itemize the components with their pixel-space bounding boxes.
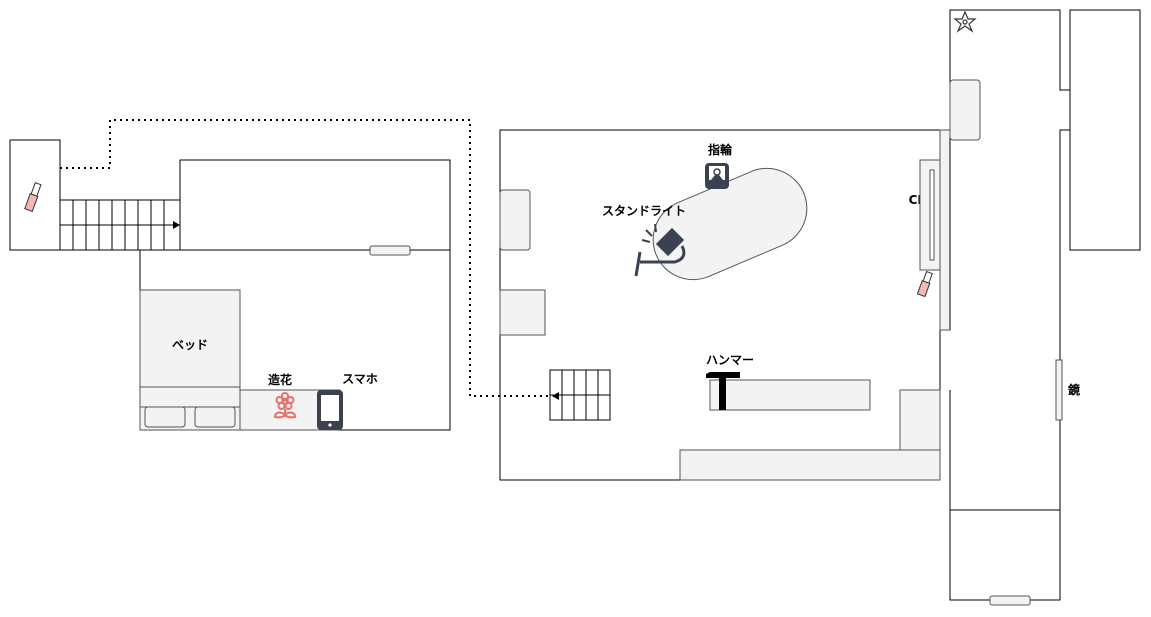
bottom-counter <box>679 449 941 481</box>
bed[interactable] <box>139 289 241 431</box>
bed-label: ベッド <box>172 338 208 352</box>
flower-icon[interactable] <box>273 392 297 419</box>
hammer-icon[interactable] <box>706 372 740 410</box>
ring-box-icon[interactable] <box>705 163 729 189</box>
left-wall-vent <box>369 245 411 256</box>
left-cabinet <box>499 189 531 251</box>
corridor-upper-wall <box>949 9 1070 330</box>
dotted-route <box>60 119 552 397</box>
smartphone-icon[interactable] <box>317 390 343 430</box>
lily-icon[interactable] <box>953 10 977 33</box>
hammer-label: ハンマー <box>706 353 754 367</box>
lipstick-icon[interactable] <box>916 270 933 298</box>
artificial-flower-label: 造花 <box>268 372 292 387</box>
right-room-wall <box>1069 9 1141 251</box>
mirror-label: 鏡 <box>1067 382 1080 397</box>
bottom-vent <box>989 595 1031 606</box>
middle-room: 指輪 スタンドライト ハンマー CD <box>499 129 951 481</box>
ring-label: 指輪 <box>708 142 733 157</box>
smartphone-label: スマホ <box>342 372 378 386</box>
corridor-lower-wall <box>949 129 1070 601</box>
cd-rack[interactable] <box>919 159 941 271</box>
right-corridor: 鏡 <box>949 9 1141 606</box>
hammer-table <box>709 379 871 411</box>
stand-light-label: スタンドライト <box>602 204 686 218</box>
mirror[interactable] <box>1055 359 1063 421</box>
left-room: ベッド 造花 スマホ <box>9 139 451 431</box>
desk-lamp-icon[interactable] <box>634 223 686 277</box>
left-side-table <box>499 289 546 336</box>
left-stairs[interactable] <box>59 199 181 251</box>
middle-stairs[interactable] <box>549 369 611 421</box>
wall-partition <box>939 129 951 331</box>
lipstick-icon[interactable] <box>24 182 42 213</box>
entry-room-wall <box>9 139 61 251</box>
oval-table[interactable] <box>641 156 820 292</box>
side-counter <box>899 389 941 451</box>
corridor-cabinet <box>949 79 981 141</box>
